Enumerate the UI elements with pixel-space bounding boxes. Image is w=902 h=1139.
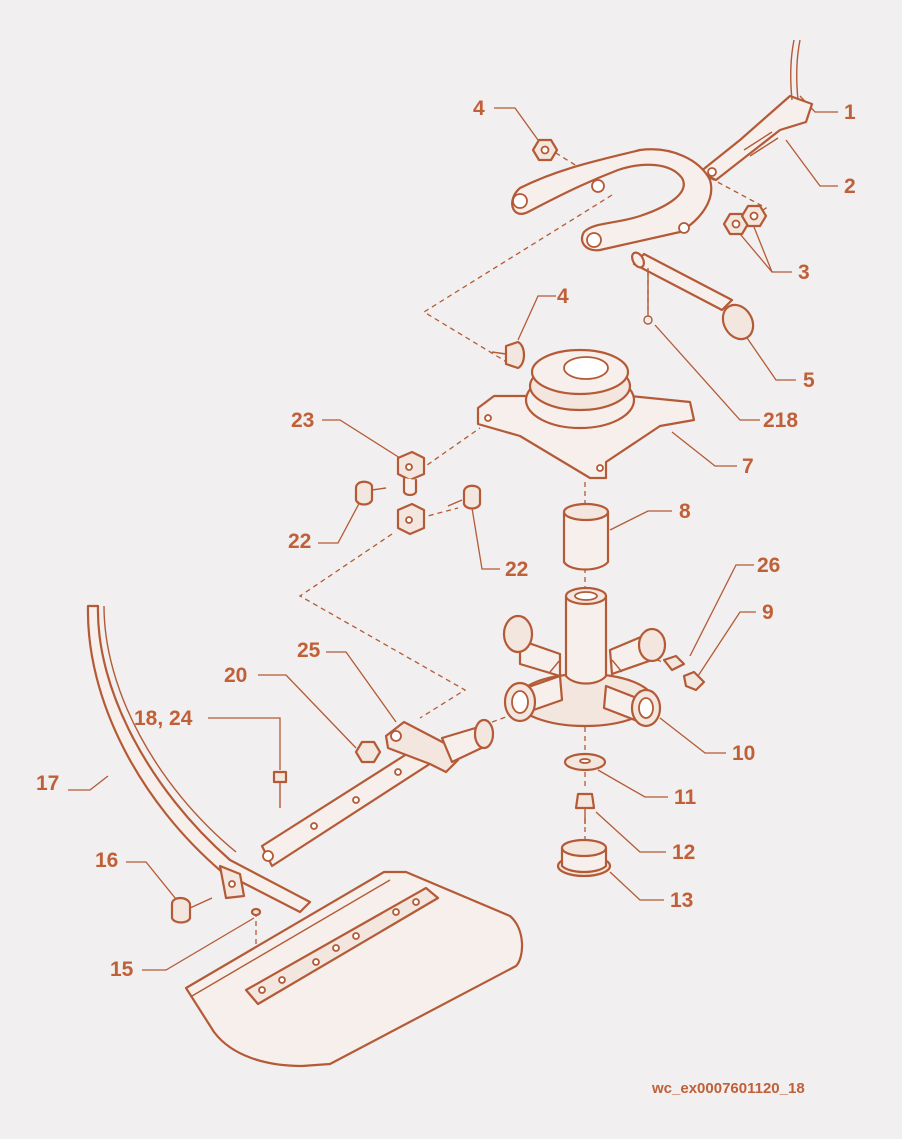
washer-11 <box>563 752 607 772</box>
trowel-blade <box>184 870 524 1068</box>
callout-16: 16 <box>95 849 119 872</box>
callout-18-24: 18, 24 <box>134 707 193 730</box>
spider-hub-10 <box>502 586 667 728</box>
clamp-blocks-23 <box>396 450 426 536</box>
guard-ring-17 <box>86 604 312 914</box>
callout-10: 10 <box>732 742 756 765</box>
callout-13: 13 <box>670 889 694 912</box>
callout-1: 1 <box>844 101 856 124</box>
pin-5 <box>631 251 755 341</box>
fitting-26 <box>662 654 686 672</box>
yoke-lever <box>511 39 814 252</box>
callout-4-top: 4 <box>473 97 485 120</box>
callout-22-right: 22 <box>505 558 529 581</box>
callout-5: 5 <box>803 369 815 392</box>
callout-15: 15 <box>110 958 134 981</box>
callout-4-bumper: 4 <box>557 285 569 308</box>
callout-12: 12 <box>672 841 696 864</box>
bushing-8 <box>562 502 610 571</box>
bolt-18-24 <box>272 770 288 808</box>
callout-20: 20 <box>224 664 248 687</box>
screw-15 <box>250 907 262 917</box>
screws-22 <box>354 480 482 510</box>
callout-218: 218 <box>763 409 799 432</box>
callout-17: 17 <box>36 772 60 795</box>
callout-9: 9 <box>762 601 774 624</box>
callout-8: 8 <box>679 500 691 523</box>
nuts-3 <box>722 204 768 236</box>
callout-22-left: 22 <box>288 530 312 553</box>
cap-13 <box>556 838 612 878</box>
callout-3: 3 <box>798 261 810 284</box>
callout-26: 26 <box>757 554 781 577</box>
callout-11: 11 <box>674 786 697 809</box>
bolt-16 <box>170 896 213 924</box>
nut-4-top <box>531 138 559 162</box>
arm-25 <box>260 718 495 868</box>
callout-23: 23 <box>291 409 315 432</box>
drawing-id: wc_ex0007601120_18 <box>652 1080 805 1097</box>
bracket-pulley-7 <box>476 348 696 480</box>
cotter-218 <box>643 268 653 325</box>
callout-7: 7 <box>742 455 754 478</box>
bumper-4 <box>491 340 526 370</box>
callout-2: 2 <box>844 175 856 198</box>
callout-25: 25 <box>297 639 321 662</box>
leader-lines <box>68 95 838 971</box>
grease-fitting-9 <box>682 670 706 692</box>
nut-20 <box>354 740 382 764</box>
bolt-12 <box>574 792 596 824</box>
